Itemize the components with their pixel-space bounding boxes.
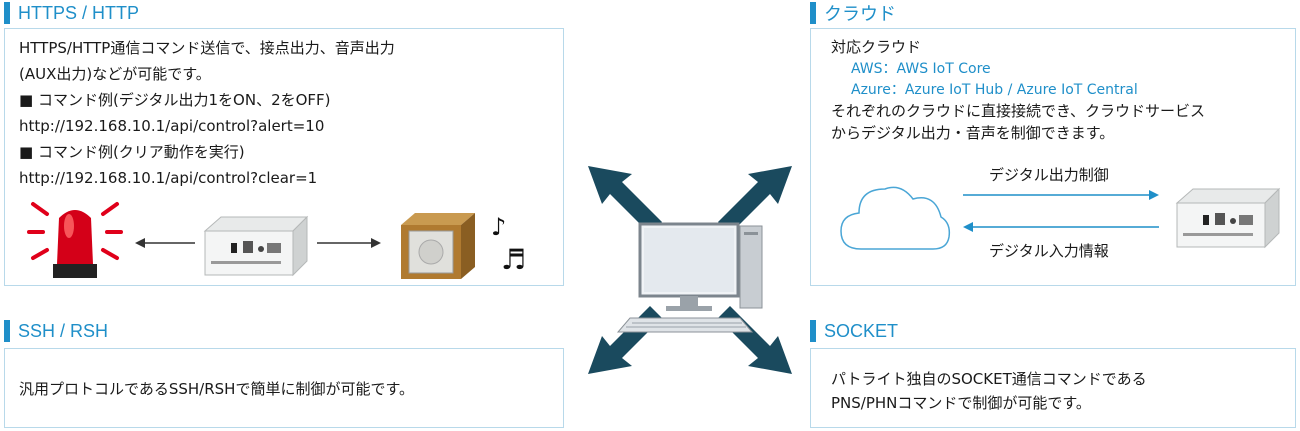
https-line-1: HTTPS/HTTP通信コマンド送信で、接点出力、音声出力 (19, 39, 395, 57)
cloud-icon (840, 186, 951, 250)
speaker-icon (401, 213, 475, 279)
https-line-5: ■ コマンド例(クリア動作を実行) (19, 143, 245, 161)
https-section-title: HTTPS / HTTP (4, 2, 139, 24)
cloud-out-label: デジタル出力制御 (989, 166, 1109, 184)
socket-line-2: PNS/PHNコマンドで制御が可能です。 (831, 394, 1091, 412)
cloud-aws: AWS：AWS IoT Core (851, 61, 991, 77)
arrow-in-icon (963, 222, 1159, 232)
https-line-3: ■ コマンド例(デジタル出力1をON、2をOFF) (19, 91, 331, 109)
socket-box: パトライト独自のSOCKET通信コマンドである PNS/PHNコマンドで制御が可… (810, 348, 1296, 428)
cloud-heading: 対応クラウド (831, 38, 922, 56)
svg-text:♬: ♬ (501, 243, 526, 273)
https-title-text: HTTPS / HTTP (18, 2, 139, 23)
socket-title-text: SOCKET (824, 320, 899, 341)
arrow-left-icon (135, 238, 195, 248)
https-box: HTTPS/HTTP通信コマンド送信で、接点出力、音声出力 (AUX出力)などが… (4, 28, 564, 286)
socket-section-title: SOCKET (810, 320, 898, 342)
https-line-2: (AUX出力)などが可能です。 (19, 65, 211, 83)
cloud-azure: Azure：Azure IoT Hub / Azure IoT Central (851, 82, 1138, 98)
cloud-desc-2: からデジタル出力・音声を制御できます。 (831, 124, 1115, 142)
signal-light-icon (27, 202, 123, 278)
socket-line-1: パトライト独自のSOCKET通信コマンドである (831, 370, 1147, 388)
cloud-section-title: クラウド (810, 2, 896, 24)
cloud-box: 対応クラウド AWS：AWS IoT Core Azure：Azure IoT … (810, 28, 1296, 286)
cloud-desc-1: それぞれのクラウドに直接接続でき、クラウドサービス (831, 102, 1205, 120)
music-note-icon: ♪ ♬ (491, 213, 526, 273)
ssh-text: 汎用プロトコルであるSSH/RSHで簡単に制御が可能です。 (19, 380, 414, 398)
ssh-section-title: SSH / RSH (4, 320, 108, 342)
https-line-4: http://192.168.10.1/api/control?alert=10 (19, 117, 325, 135)
pc-hub-icon (588, 166, 792, 374)
arrow-right-icon (317, 238, 381, 248)
ssh-box: 汎用プロトコルであるSSH/RSHで簡単に制御が可能です。 (4, 348, 564, 428)
arrow-out-icon (963, 190, 1159, 200)
https-line-6: http://192.168.10.1/api/control?clear=1 (19, 169, 318, 187)
device-icon (203, 215, 309, 277)
cloud-title-text: クラウド (824, 4, 896, 24)
svg-text:♪: ♪ (491, 213, 506, 241)
cloud-device-icon (1175, 187, 1281, 249)
cloud-in-label: デジタル入力情報 (989, 242, 1109, 260)
ssh-title-text: SSH / RSH (18, 320, 109, 341)
